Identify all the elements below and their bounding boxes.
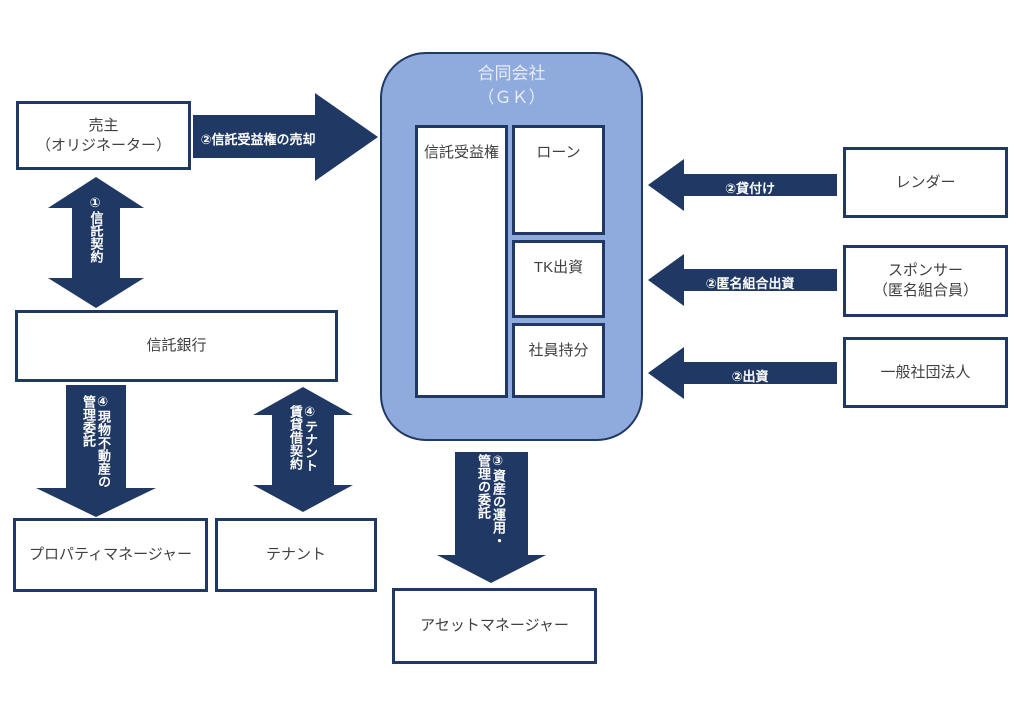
arrow-tk-investment-left: [648, 254, 837, 306]
lender-box: レンダー: [843, 147, 1008, 218]
arrow-sale-right: [193, 93, 378, 181]
arrow-sale-label: ②信託受益権の売却: [200, 132, 316, 147]
arrow-trust-agreement-double: [48, 177, 144, 308]
trust-bank-box: 信託銀行: [15, 310, 338, 382]
arrow-loan-left: [648, 159, 837, 211]
arrow-tenant-lease-label: ④テナント 賃貸借契約: [288, 405, 318, 472]
sponsor-box: スポンサー （匿名組合員）: [843, 245, 1008, 317]
arrow-asset-management-down: [437, 452, 546, 583]
arrow-property-management-label: ④現物不動産の 管理委託: [81, 395, 111, 488]
seller-box: 売主 （オリジネーター）: [16, 101, 191, 170]
trust-beneficiary-box: 信託受益権: [415, 125, 508, 398]
loan-box: ローン: [512, 125, 605, 235]
arrow-equity-left: [648, 347, 837, 399]
arrow-equity-label: ②出資: [731, 369, 769, 384]
member-equity-box: 社員持分: [512, 323, 605, 398]
asset-manager-box: アセットマネージャー: [392, 588, 597, 664]
arrow-loan-label: ②貸付け: [724, 181, 775, 196]
tk-investment-box: TK出資: [512, 240, 605, 318]
gk-company-title: 合同会社 （ＧＫ）: [477, 64, 546, 107]
general-association-box: 一般社団法人: [843, 337, 1008, 408]
arrow-trust-agreement-label: ①信託契約: [88, 196, 104, 263]
arrow-tenant-lease-double: [253, 387, 353, 512]
tenant-box: テナント: [215, 518, 377, 592]
arrow-tk-investment-label: ②匿名組合出資: [705, 276, 795, 291]
arrow-property-management-down: [36, 385, 156, 517]
arrow-asset-management-label: ③資産の運用・ 管理の委託: [476, 454, 506, 547]
property-manager-box: プロパティマネージャー: [13, 518, 208, 592]
